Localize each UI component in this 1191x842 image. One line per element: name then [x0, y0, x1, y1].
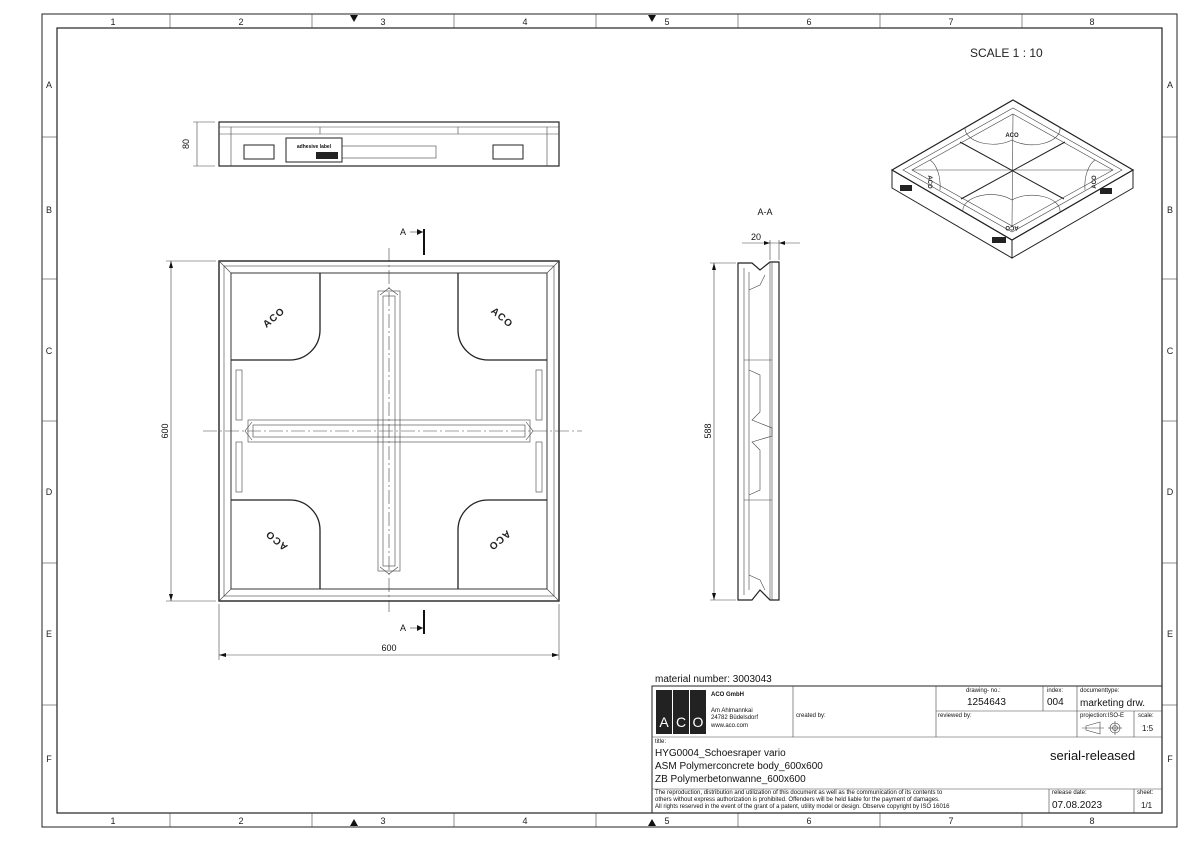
doctype-value: marketing drw. — [1080, 698, 1146, 709]
iso-logo-right: ACO — [1092, 175, 1098, 189]
plan-logo-tl: ACO — [261, 306, 287, 331]
section-marker-bottom: A — [400, 623, 406, 633]
col-label-bottom-1: 1 — [110, 816, 115, 826]
title-line3: ZB Polymerbetonwanne_600x600 — [655, 774, 806, 785]
index-label: index: — [1047, 688, 1064, 694]
drawing-no-label: drawing- no.: — [966, 688, 1001, 694]
title-line2: ASM Polymerconcrete body_600x600 — [655, 761, 823, 772]
col-label-top-2: 2 — [238, 17, 243, 27]
notice-line2: others without express authorization is … — [655, 797, 940, 803]
created-by-label: created by: — [796, 713, 826, 719]
side-view: adhesive label 80 — [181, 121, 560, 167]
title-label: title: — [655, 739, 667, 745]
sheet-label: sheet: — [1137, 790, 1154, 796]
outer-frame — [41, 13, 1178, 828]
projection-label: projection:ISO-E — [1080, 713, 1125, 719]
address-line2: 24782 Büdelsdorf — [711, 715, 759, 721]
sheet-value: 1/1 — [1141, 801, 1153, 810]
company-website: www.aco.com — [711, 723, 749, 729]
plan-logo-tr: ACO — [488, 306, 514, 331]
inner-frame — [56, 27, 1163, 814]
col-label-bottom-5: 5 — [664, 816, 669, 826]
row-label-right-c: C — [1167, 346, 1174, 356]
scale-value: 1:5 — [1142, 724, 1154, 733]
label-barcode — [316, 152, 338, 159]
drawing-no: 1254643 — [967, 697, 1006, 708]
reviewed-by-label: reviewed by: — [938, 713, 972, 719]
dim-plan-width: 600 — [381, 643, 396, 653]
title-block-grid — [651, 685, 1163, 814]
aco-logo: A C O — [656, 690, 706, 734]
aco-logo-c: C — [676, 714, 686, 730]
row-label-left-b: B — [46, 205, 52, 215]
notice-line1: The reproduction, distribution and utili… — [655, 790, 943, 796]
section-marker-top: A — [400, 227, 406, 237]
row-label-left-c: C — [46, 346, 53, 356]
status-text: serial-released — [1050, 748, 1136, 763]
release-date: 07.08.2023 — [1052, 800, 1103, 811]
company-name: ACO GmbH — [711, 692, 744, 698]
dim-plan-height: 600 — [160, 423, 170, 438]
dim-section-height: 588 — [703, 423, 713, 438]
col-label-bottom-7: 7 — [948, 816, 953, 826]
isometric-view: ACO ACO ACO ACO — [890, 99, 1135, 259]
iso-logo-top: ACO — [1005, 133, 1019, 139]
row-label-left-f: F — [46, 754, 52, 764]
col-label-bottom-8: 8 — [1089, 816, 1094, 826]
col-label-top-6: 6 — [806, 17, 811, 27]
scale-note: SCALE 1 : 10 — [970, 46, 1043, 60]
notice-line3: All rights reserved in the event of the … — [655, 804, 950, 810]
col-label-top-3: 3 — [380, 17, 385, 27]
iso-logo-left: ACO — [926, 175, 932, 189]
zone-ticks — [42, 14, 1177, 827]
iso-logo-bottom: ACO — [1005, 224, 1019, 230]
doctype-label: documenttype: — [1080, 688, 1120, 694]
aco-logo-a: A — [659, 714, 669, 730]
col-label-bottom-4: 4 — [522, 816, 527, 826]
material-number: material number: 3003043 — [655, 674, 772, 685]
projection-symbol-icon — [1082, 721, 1122, 735]
center-mark-bottom-right — [648, 819, 656, 826]
row-label-right-f: F — [1167, 754, 1173, 764]
release-date-label: release date: — [1052, 790, 1087, 796]
center-mark-bottom-left — [350, 819, 358, 826]
plan-logo-br: ACO — [486, 528, 512, 553]
col-label-top-7: 7 — [948, 17, 953, 27]
col-label-top-4: 4 — [522, 17, 527, 27]
dim-section-top: 20 — [751, 232, 761, 242]
address-line1: Am Ahlmannkai — [711, 708, 753, 714]
aco-logo-o: O — [693, 714, 704, 730]
col-label-bottom-2: 2 — [238, 816, 243, 826]
row-label-right-a: A — [1167, 80, 1173, 90]
plan-logo-bl: ACO — [264, 528, 290, 553]
index-value: 004 — [1047, 697, 1064, 708]
col-label-bottom-3: 3 — [380, 816, 385, 826]
row-label-right-b: B — [1167, 205, 1173, 215]
col-label-top-1: 1 — [110, 17, 115, 27]
title-line1: HYG0004_Schoesraper vario — [655, 748, 786, 759]
row-label-left-a: A — [46, 80, 52, 90]
row-label-left-e: E — [46, 629, 52, 639]
center-mark-top-left — [350, 15, 358, 22]
col-label-top-8: 8 — [1089, 17, 1094, 27]
row-label-left-d: D — [46, 487, 53, 497]
center-mark-top-right — [648, 15, 656, 22]
col-label-top-5: 5 — [664, 17, 669, 27]
adhesive-label-text: adhesive label — [297, 144, 332, 150]
scale-label: scale: — [1138, 713, 1154, 719]
dim-top-height: 80 — [181, 139, 191, 149]
row-label-right-e: E — [1167, 629, 1173, 639]
plan-view: ACO ACO ACO ACO A A 600 600 — [160, 227, 582, 660]
section-title: A-A — [757, 207, 772, 217]
row-label-right-d: D — [1167, 487, 1174, 497]
section-view: A-A 588 20 — [703, 207, 800, 601]
col-label-bottom-6: 6 — [806, 816, 811, 826]
